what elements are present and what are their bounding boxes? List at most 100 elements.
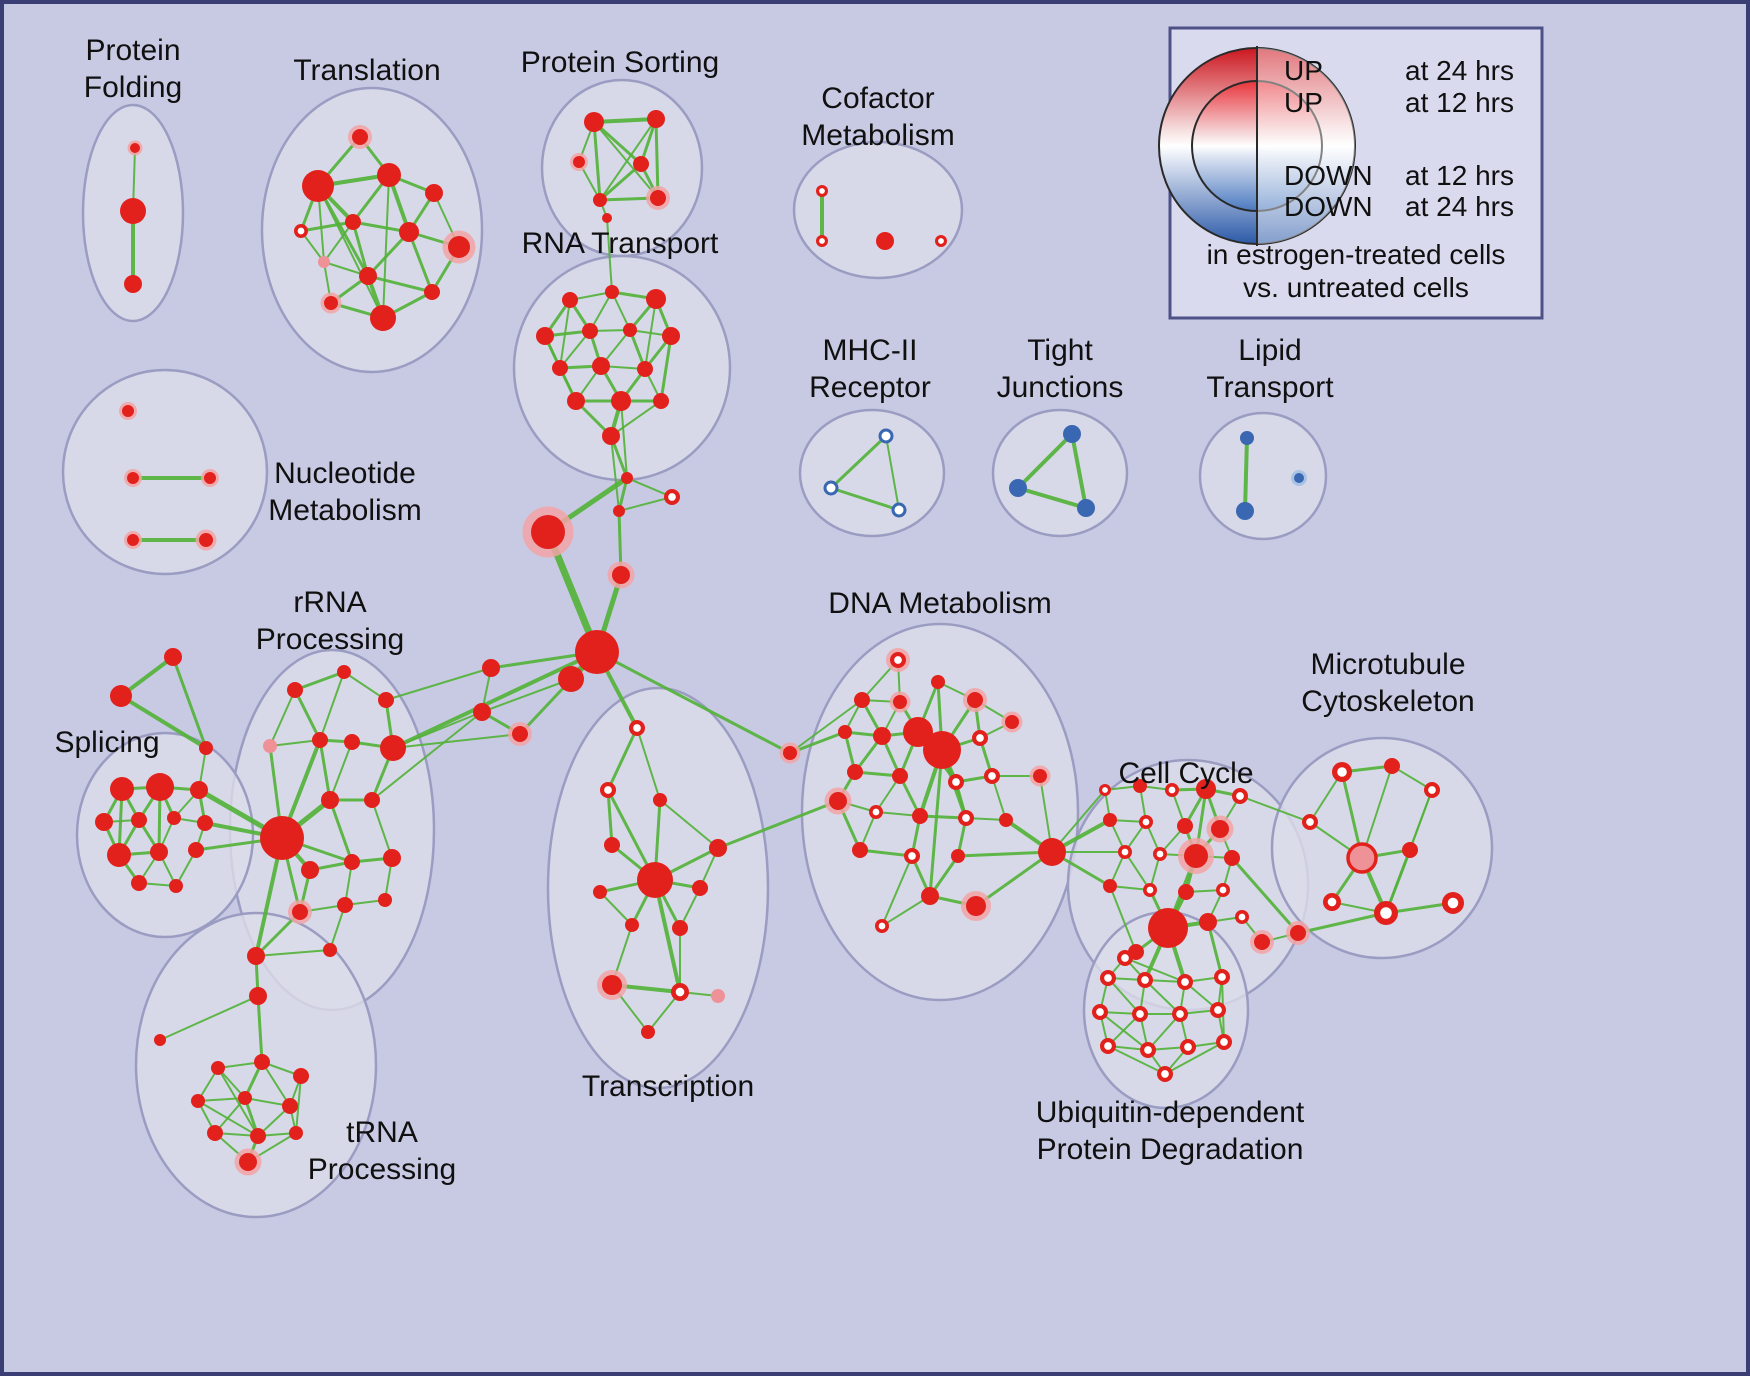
edge-rr2-rr5: [319, 671, 345, 741]
node-dm19: [912, 808, 928, 824]
node-rt5: [582, 323, 598, 339]
node-ps3: [570, 153, 588, 171]
node-tp3: [211, 1061, 225, 1075]
node-st2: [110, 685, 132, 707]
node-tx11: [671, 983, 689, 1001]
nodes-layer: [95, 110, 1464, 1176]
node-cc13: [1224, 850, 1240, 866]
edge-rr17-rr18: [255, 949, 331, 957]
node-rr3: [378, 692, 394, 708]
edge-rt12-sp1: [620, 400, 628, 479]
legend-caption-0: in estrogen-treated cells: [1207, 239, 1506, 270]
node-rr2: [337, 665, 351, 679]
node-mc7: [1442, 892, 1464, 914]
node-sp8: [482, 659, 500, 677]
edge-cc13-mc10: [1230, 856, 1300, 935]
legend-time-0: at 24 hrs: [1405, 55, 1514, 86]
node-dm6: [838, 725, 852, 739]
node-tj1: [1063, 425, 1081, 443]
edge-rr10-sp9: [371, 711, 483, 801]
label-protein-sorting: Protein Sorting: [521, 46, 719, 79]
node-rt11: [567, 392, 585, 410]
node-cf3: [876, 232, 894, 250]
node-rr14: [288, 900, 312, 924]
edge-rt2-rt6: [611, 291, 631, 331]
node-dm1: [886, 648, 910, 672]
node-dm25: [921, 887, 939, 905]
node-rr13: [383, 849, 401, 867]
node-cc20: [1235, 910, 1249, 924]
edge-tr10-tr13: [366, 274, 434, 294]
node-rr15: [337, 897, 353, 913]
node-cc7: [1139, 815, 1153, 829]
edge-tr6-tr9: [323, 221, 354, 263]
node-tx5: [637, 862, 673, 898]
node-cc19: [1199, 913, 1217, 931]
cluster-cofactor-metabolism: [792, 140, 964, 280]
legend-right-half-fade: [1257, 48, 1355, 244]
cluster-tight-junctions: [991, 408, 1129, 538]
node-mh2: [823, 480, 839, 496]
edge-cc19-ub5: [1206, 920, 1224, 979]
edge-tp6-tp7: [197, 1097, 246, 1102]
node-ps5: [593, 193, 607, 207]
node-tr8: [442, 230, 476, 264]
edge-rr6-rr9: [329, 741, 353, 801]
node-rr18: [323, 943, 337, 957]
node-pf2: [120, 198, 146, 224]
label-cell-cycle: Cell Cycle: [1118, 757, 1253, 790]
node-nm2: [124, 469, 142, 487]
node-tr1: [348, 125, 372, 149]
edge-sp2-sp4: [618, 496, 673, 512]
node-sp6: [575, 630, 619, 674]
cluster-nucleotide-metabolism: [61, 368, 269, 576]
edge-tp3-tp10: [217, 1067, 259, 1137]
node-ub5: [1214, 969, 1230, 985]
legend-time-2: at 12 hrs: [1405, 160, 1514, 191]
node-s6: [167, 811, 181, 825]
edge-ub10-ub14: [1107, 1045, 1166, 1075]
node-rt14: [602, 427, 620, 445]
node-rr12: [344, 854, 360, 870]
node-s1: [110, 777, 134, 801]
node-sp7: [558, 666, 584, 692]
node-tx8: [625, 918, 639, 932]
node-s7: [197, 815, 213, 831]
node-sp3: [522, 506, 574, 558]
node-tr9: [318, 256, 330, 268]
node-dm20: [958, 810, 974, 826]
edge-tj1-tj3: [1070, 432, 1088, 510]
edge-rt14-sp4: [610, 435, 620, 512]
edge-tr7-tr10: [366, 230, 411, 278]
node-tr3: [377, 163, 401, 187]
node-s9: [150, 843, 168, 861]
edge-rr4-rr5: [269, 739, 321, 747]
node-dm27: [875, 919, 889, 933]
node-tx12: [711, 989, 725, 1003]
node-tx13: [641, 1025, 655, 1039]
edge-rt13-rt14: [610, 400, 662, 437]
node-s10: [188, 842, 204, 858]
label-transcription: Transcription: [582, 1070, 754, 1103]
node-tx3: [709, 839, 727, 857]
node-ub4: [1177, 974, 1193, 990]
edge-tx5-tx11: [653, 878, 682, 994]
node-tp11: [289, 1126, 303, 1140]
node-mc8: [1323, 893, 1341, 911]
node-lt3: [1291, 470, 1307, 486]
legend-direction-2: DOWN: [1284, 160, 1373, 191]
edge-rt3-rt10: [644, 298, 657, 370]
edge-ps1-ps6: [593, 121, 659, 199]
label-rna-transport: RNA Transport: [522, 227, 719, 260]
edge-rr10-rr13: [371, 799, 393, 859]
node-rr16: [378, 893, 392, 907]
edge-tx3-dm17: [716, 799, 840, 850]
edge-tp6-tp10: [197, 1100, 259, 1137]
node-ub12: [1180, 1039, 1196, 1055]
